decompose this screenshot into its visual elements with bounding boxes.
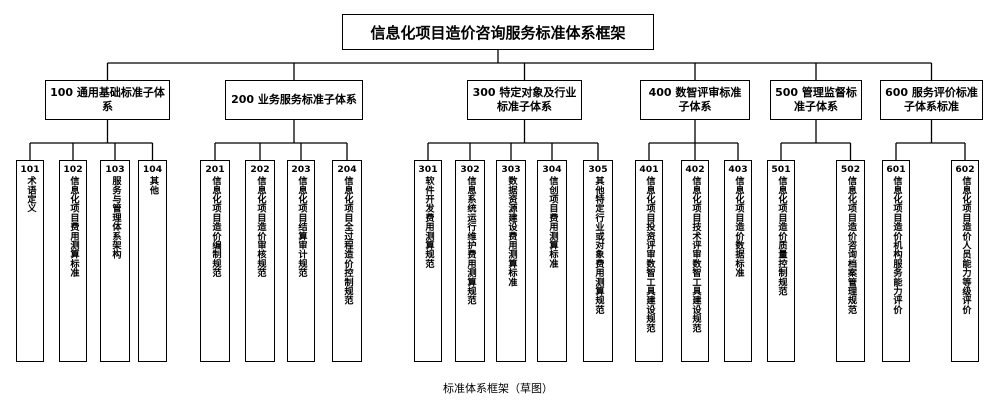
standard-code: 301 bbox=[418, 164, 438, 175]
standard-code: 203 bbox=[291, 164, 311, 175]
standard-name: 信息化项目造价数据标准 bbox=[733, 176, 744, 278]
standard-code: 601 bbox=[886, 164, 906, 175]
root-title: 信息化项目造价咨询服务标准体系框架 bbox=[370, 23, 626, 42]
category-label: 600 服务评价标准子体系标准 bbox=[885, 86, 978, 113]
standard-code: 103 bbox=[105, 164, 125, 175]
standard-name: 信息化项目造价机构服务能力评价 bbox=[891, 176, 902, 314]
standard-code: 304 bbox=[542, 164, 562, 175]
standard-name: 信创项目费用测算标准 bbox=[547, 176, 558, 268]
category-box-200: 200 业务服务标准子体系 bbox=[225, 80, 363, 120]
standard-code: 101 bbox=[20, 164, 40, 175]
category-box-300: 300 特定对象及行业标准子体系 bbox=[467, 80, 582, 120]
category-box-600: 600 服务评价标准子体系标准 bbox=[880, 80, 983, 120]
standard-name: 信息化项目全过程造价控制规范 bbox=[342, 176, 353, 305]
standard-code: 401 bbox=[639, 164, 659, 175]
standard-name: 其他特定行业或对象费用测算规范 bbox=[593, 176, 604, 314]
root-title-box: 信息化项目造价咨询服务标准体系框架 bbox=[342, 14, 654, 50]
standard-name: 其他 bbox=[147, 176, 159, 195]
category-box-100: 100 通用基础标准子体系 bbox=[45, 80, 170, 120]
standard-name: 信息化项目造价咨询档案管理规范 bbox=[845, 176, 857, 314]
standard-name: 服务与管理体系架构 bbox=[110, 176, 121, 259]
standard-name: 信息系统运行维护费用测算规范 bbox=[465, 176, 476, 305]
standard-name: 信息化项目投资评审数智工具建设规范 bbox=[644, 176, 655, 333]
standard-name: 术语定义 bbox=[25, 176, 36, 213]
standard-name: 信息化项目造价人员能力等级评价 bbox=[960, 176, 971, 314]
category-label: 200 业务服务标准子体系 bbox=[231, 93, 357, 106]
standard-name: 数据资源建设费用测算标准 bbox=[506, 176, 517, 287]
standard-code: 201 bbox=[205, 164, 225, 175]
standard-name: 信息化项目造价质量控制规范 bbox=[776, 176, 787, 296]
category-label: 100 通用基础标准子体系 bbox=[50, 86, 165, 113]
standard-code: 302 bbox=[460, 164, 480, 175]
standard-name: 信息化项目造价审核规范 bbox=[255, 176, 266, 278]
category-box-500: 500 管理监督标准子体系 bbox=[770, 80, 862, 120]
standard-name: 信息化项目费用测算标准 bbox=[68, 176, 79, 278]
standard-code: 303 bbox=[501, 164, 521, 175]
figure-caption: 标准体系框架（草图） bbox=[443, 382, 553, 395]
standard-code: 202 bbox=[250, 164, 270, 175]
standard-code: 402 bbox=[685, 164, 705, 175]
standard-code: 403 bbox=[728, 164, 748, 175]
standard-code: 102 bbox=[63, 164, 83, 175]
category-label: 400 数智评审标准子体系 bbox=[648, 86, 742, 113]
standard-code: 501 bbox=[771, 164, 791, 175]
standard-code: 104 bbox=[142, 164, 163, 175]
standard-name: 信息化项目技术评审数智工具建设规范 bbox=[690, 176, 701, 333]
category-label: 500 管理监督标准子体系 bbox=[775, 86, 857, 113]
standard-name: 信息化项目结算审计规范 bbox=[296, 176, 307, 278]
category-label: 300 特定对象及行业标准子体系 bbox=[472, 86, 577, 113]
standard-name: 软件开发费用测算规范 bbox=[423, 176, 434, 268]
standard-name: 信息化项目造价编制规范 bbox=[210, 176, 221, 278]
category-box-400: 400 数智评审标准子体系 bbox=[640, 80, 750, 120]
standard-code: 204 bbox=[337, 164, 357, 175]
standard-code: 305 bbox=[588, 164, 608, 175]
standard-code: 502 bbox=[840, 164, 861, 175]
standard-code: 602 bbox=[955, 164, 975, 175]
